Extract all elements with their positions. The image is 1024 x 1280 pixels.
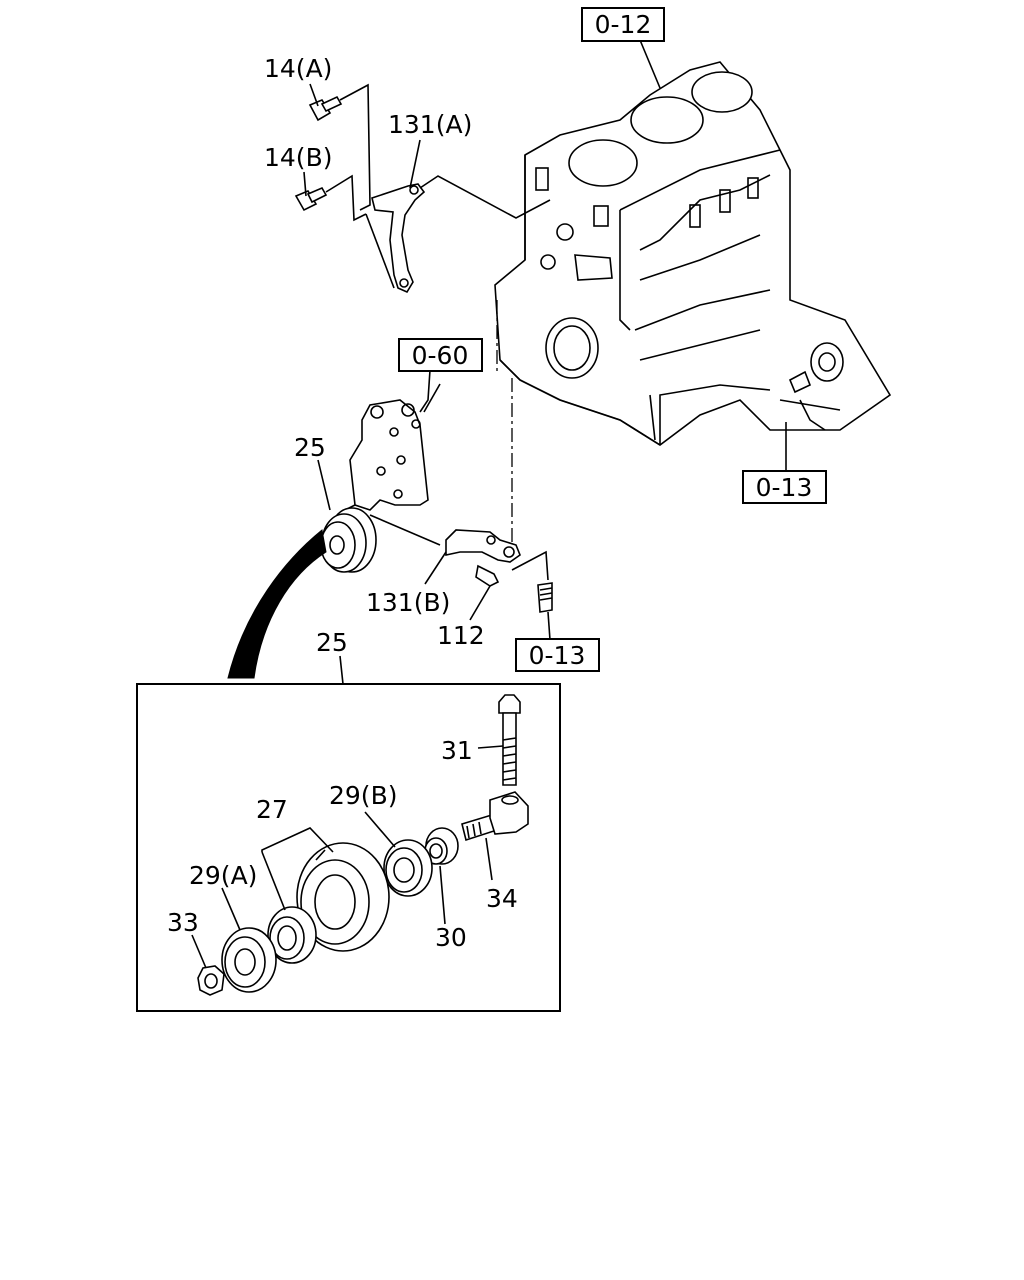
leader-lines: [191, 39, 787, 969]
ref-box-0-13-oil-pan[interactable]: 0-13: [742, 470, 827, 504]
bolt-112[interactable]: [475, 564, 500, 587]
ref-0-60-text: 0-60: [412, 341, 469, 370]
bearing-29b[interactable]: [383, 839, 433, 897]
detail-frame-25: [136, 683, 561, 1012]
label-14b: 14(B): [264, 143, 332, 172]
label-112: 112: [437, 621, 485, 650]
label-34: 34: [486, 884, 518, 913]
label-30: 30: [435, 923, 467, 952]
pulley-27[interactable]: [296, 842, 390, 952]
label-131b: 131(B): [366, 588, 450, 617]
label-131a: 131(A): [388, 110, 472, 139]
label-25-detail: 25: [316, 628, 348, 657]
bracket-assembly-0-60[interactable]: [339, 364, 431, 521]
label-27: 27: [256, 795, 288, 824]
bracket-131b[interactable]: [445, 529, 521, 563]
bolt-14a[interactable]: [308, 95, 343, 122]
label-33: 33: [167, 908, 199, 937]
label-14a: 14(A): [264, 54, 332, 83]
detail-callout-arrow: [227, 529, 327, 679]
ref-box-0-13-bolt[interactable]: 0-13: [515, 638, 600, 672]
label-29a: 29(A): [189, 861, 257, 890]
cylinder-block[interactable]: [494, 61, 892, 446]
ref-0-12-text: 0-12: [595, 10, 652, 39]
nut-33[interactable]: [197, 965, 225, 996]
bearing-27-inner[interactable]: [267, 906, 317, 964]
pulley-25[interactable]: [320, 507, 377, 573]
label-25-top: 25: [294, 433, 326, 462]
label-31: 31: [441, 736, 473, 765]
bolt-14b[interactable]: [294, 186, 328, 212]
ref-box-0-12[interactable]: 0-12: [581, 7, 665, 42]
ref-0-13-bolt-text: 0-13: [529, 641, 586, 670]
ref-0-13-text: 0-13: [756, 473, 813, 502]
shaft-34[interactable]: [461, 791, 529, 842]
bolt-0-13[interactable]: [537, 582, 553, 613]
bearing-29a[interactable]: [221, 927, 277, 993]
collar-30[interactable]: [424, 827, 459, 865]
ref-box-0-60[interactable]: 0-60: [398, 338, 483, 372]
label-29b: 29(B): [329, 781, 397, 810]
bolt-31[interactable]: [498, 694, 521, 786]
bracket-131a[interactable]: [371, 183, 426, 294]
